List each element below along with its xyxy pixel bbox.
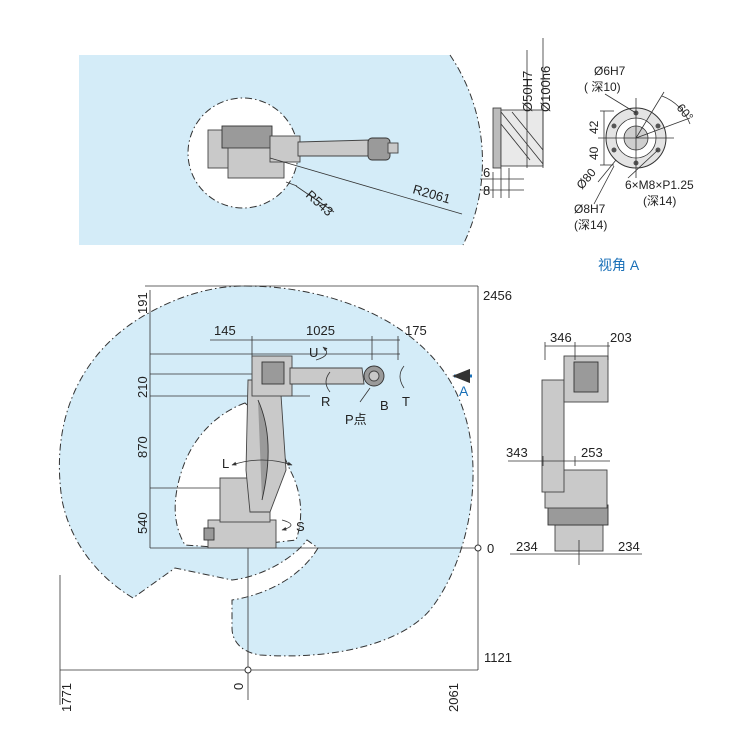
dim-540: 540: [135, 512, 150, 534]
view-a-caption: 视角 A: [598, 257, 640, 273]
axis-t-label: T: [402, 394, 410, 409]
flange-hole-top-depth: ( 深10): [584, 80, 621, 94]
front-view: 346 203 343 253 234 234: [506, 330, 642, 565]
flange-face-view: Ø6H7 ( 深10) 60° 42 40 Ø80 6×M8×P1.25 (深1…: [574, 64, 697, 273]
flange-d-outer: Ø100h6: [538, 66, 553, 112]
flange-t1: 6: [483, 165, 490, 180]
p-point-label: P点: [345, 412, 367, 427]
axis-u-label: U: [309, 345, 318, 360]
front-dim-203: 203: [610, 330, 632, 345]
dim-175: 175: [405, 323, 427, 338]
top-view: R2061 R543: [79, 54, 483, 246]
dim-210: 210: [135, 376, 150, 398]
flange-d-inner: Ø50H7: [520, 71, 535, 112]
dim-870: 870: [135, 436, 150, 458]
dim-145: 145: [214, 323, 236, 338]
dim-2456: 2456: [483, 288, 512, 303]
side-view: A 2456 1121 0 0 1771 2061 191 210 870 54…: [58, 285, 512, 712]
axis-l-label: L: [222, 456, 229, 471]
axis-r-label: R: [321, 394, 330, 409]
flange-side-view: Ø50H7 Ø100h6 6 8: [480, 38, 553, 198]
front-dim-343: 343: [506, 445, 528, 460]
dim-1771: 1771: [59, 683, 74, 712]
side-view-robot: [203, 355, 385, 549]
dim-zero-right: 0: [487, 541, 494, 556]
axis-b-label: B: [380, 398, 389, 413]
flange-hole-top: Ø6H7: [594, 64, 626, 78]
dim-1121: 1121: [484, 650, 512, 665]
axis-s-label: S: [296, 519, 305, 534]
front-dim-234-right: 234: [618, 539, 640, 554]
dim-zero-bottom: 0: [231, 683, 246, 690]
front-view-robot: [541, 355, 609, 552]
flange-hole-bottom-depth: (深14): [574, 218, 607, 232]
front-dim-346: 346: [550, 330, 572, 345]
flange-t2: 8: [483, 183, 490, 198]
view-arrow-label: A: [459, 383, 469, 399]
flange-hole-bottom: Ø8H7: [574, 202, 606, 216]
flange-dim-42: 42: [587, 120, 601, 134]
dim-191: 191: [135, 292, 150, 314]
top-view-robot: [207, 125, 399, 179]
flange-tap-depth: (深14): [643, 194, 676, 208]
flange-dim-40: 40: [587, 146, 601, 160]
flange-dim-80: Ø80: [574, 165, 600, 192]
dim-2061: 2061: [446, 683, 461, 712]
dim-1025: 1025: [306, 323, 335, 338]
front-dim-253: 253: [581, 445, 603, 460]
front-dim-234-left: 234: [516, 539, 538, 554]
flange-tap: 6×M8×P1.25: [625, 178, 694, 192]
